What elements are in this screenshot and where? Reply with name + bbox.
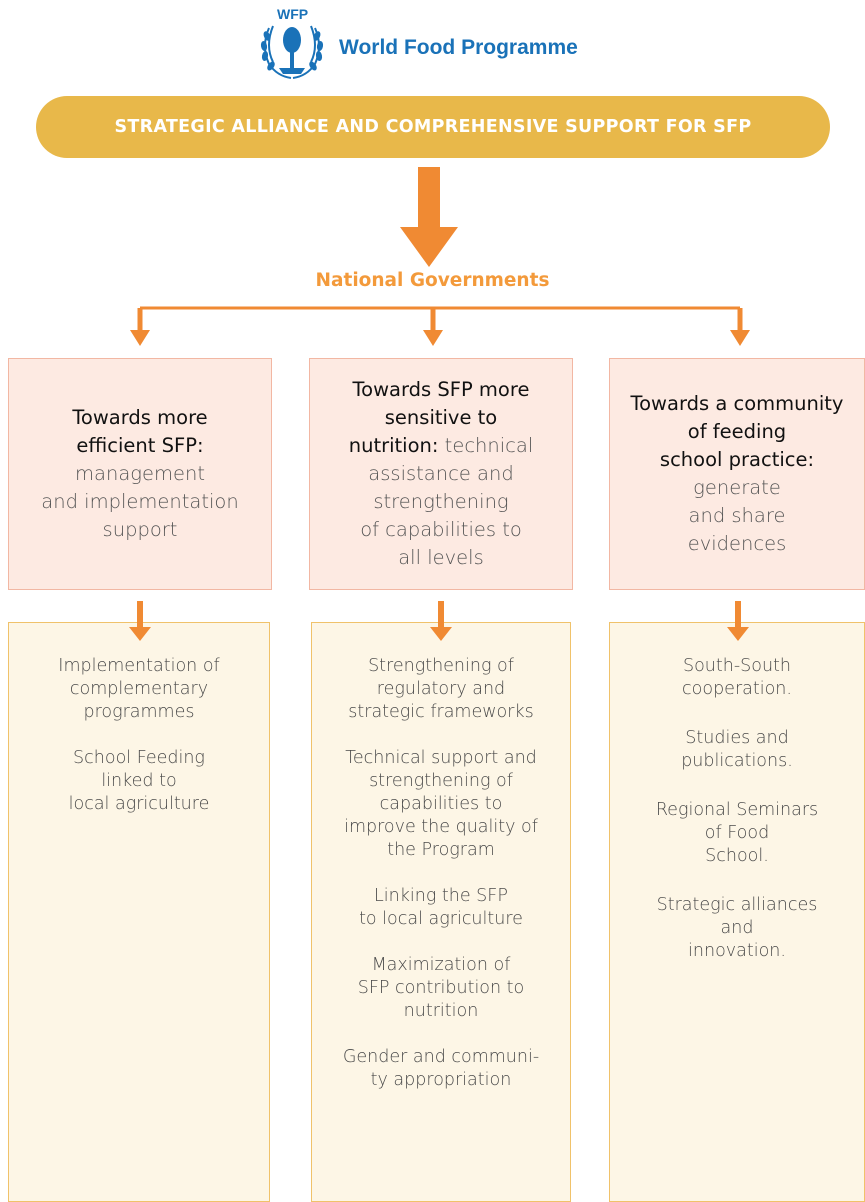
community-practice-box: Towards a community of feeding school pr… — [609, 358, 865, 590]
column-title-and-description: nutrition: technical — [349, 432, 534, 460]
banner-text: STRATEGIC ALLIANCE AND COMPREHENSIVE SUP… — [114, 117, 752, 137]
efficient-sfp-box: Towards more efficient SFP: management a… — [8, 358, 272, 590]
wfp-logo: WFP World Food Programme — [255, 6, 635, 82]
national-governments-label: National Governments — [315, 270, 550, 291]
nutrition-sensitive-sfp-box: Towards SFP more sensitive to nutrition:… — [309, 358, 573, 590]
down-arrow-icon — [430, 601, 452, 641]
column-title: Towards SFP more sensitive to — [352, 378, 530, 429]
column-description: technical — [444, 434, 534, 457]
wfp-emblem-icon — [260, 25, 324, 79]
governments-connector — [130, 306, 750, 346]
down-arrow-icon — [727, 601, 749, 641]
list-item: Gender and communi-ty appropriation — [342, 1047, 540, 1090]
down-arrow-icon — [129, 601, 151, 641]
column-title: nutrition: — [348, 434, 439, 457]
column-description: management and implementation support — [41, 462, 239, 541]
column-title: Towards more efficient SFP: — [72, 406, 208, 457]
column-description: assistance and strengthening of capabili… — [360, 462, 522, 569]
logo-abbreviation: WFP — [277, 6, 309, 22]
strategic-alliance-banner: STRATEGIC ALLIANCE AND COMPREHENSIVE SUP… — [36, 96, 830, 158]
column-description: generate and share evidences — [687, 476, 787, 555]
column-title: Towards a community of feeding school pr… — [630, 392, 844, 471]
down-arrow-icon — [400, 167, 458, 267]
logo-organization-name: World Food Programme — [339, 36, 578, 59]
